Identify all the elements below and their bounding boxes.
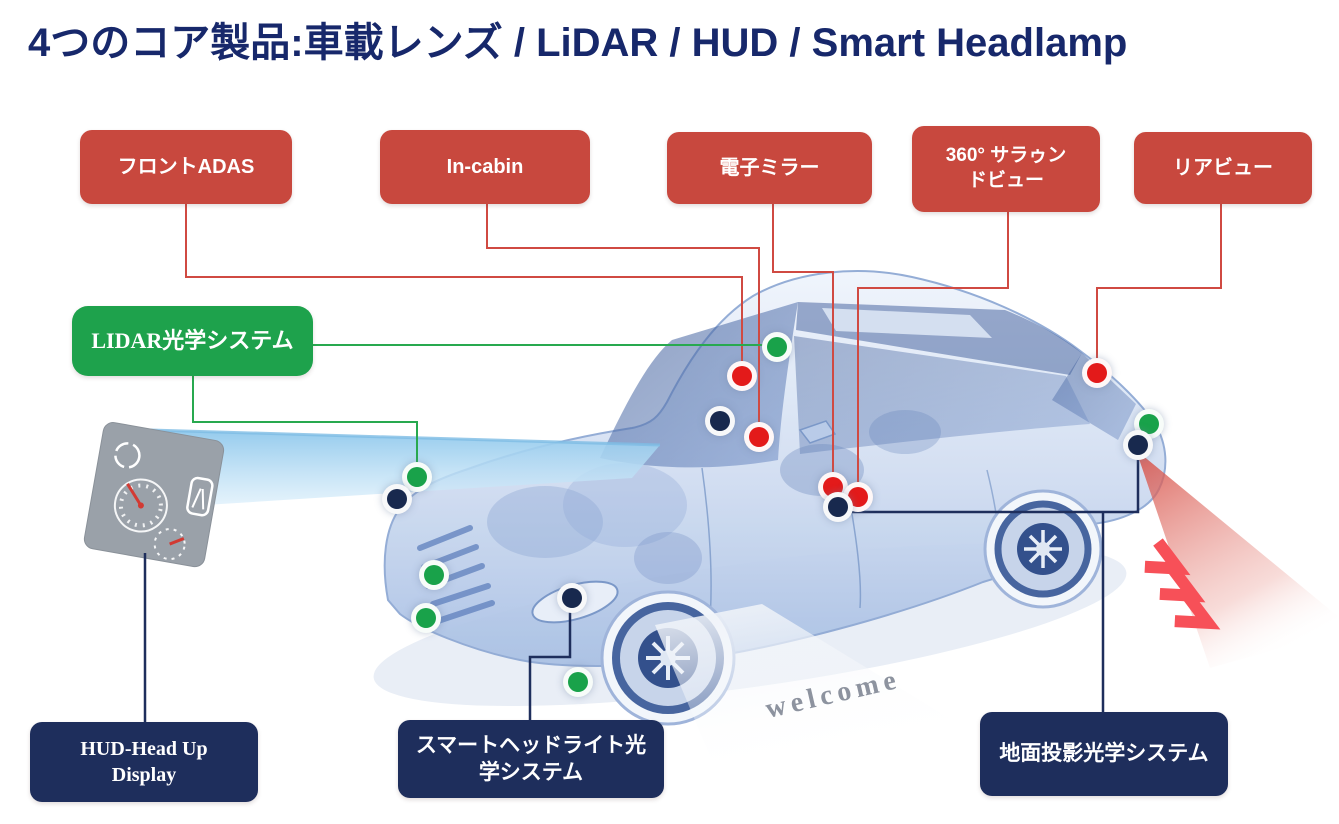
lidar-text: LIDAR光学システム <box>91 327 294 353</box>
projection-arrows-icon <box>1144 538 1221 630</box>
cruise-icon <box>114 442 141 469</box>
car-illustration <box>373 270 1167 726</box>
label-rear-view: リアビュー <box>1134 132 1312 204</box>
hud-display-panel <box>83 422 225 568</box>
fuel-gauge <box>153 528 186 561</box>
ground-projection-line <box>838 453 1140 514</box>
lane-assist-icon <box>186 476 214 517</box>
page-title: 4つのコア製品:車載レンズ / LiDAR / HUD / Smart Head… <box>28 21 1128 65</box>
sunroof-glass <box>822 308 992 338</box>
label-hud: HUD-Head Up Display <box>30 722 258 802</box>
surround-view-text: 360° サラゥン ドビュー <box>945 145 1067 191</box>
label-smart-headlamp: スマートヘッドライト光 学システム <box>398 720 664 798</box>
headlamp-line <box>528 606 572 722</box>
label-lidar-optical-system: LIDAR光学システム <box>72 306 313 376</box>
surround-view-line <box>857 212 1009 490</box>
side-glass <box>794 336 1090 454</box>
rear-view-line <box>1096 204 1222 366</box>
e-mirror-line <box>772 204 834 480</box>
rear-projection-beam <box>1136 450 1339 668</box>
hud-text: HUD-Head Up Display <box>80 738 208 786</box>
label-ground-projection: 地面投影光学システム <box>980 712 1228 796</box>
in-cabin-text: In-cabin <box>446 156 524 178</box>
lidar-windshield-line <box>192 376 418 470</box>
label-surround-view: 360° サラゥン ドビュー <box>912 126 1100 212</box>
front-adas-text: フロントADAS <box>117 156 255 178</box>
front-grille <box>417 525 495 624</box>
rear-wheel <box>983 489 1103 609</box>
front-adas-line <box>185 204 743 370</box>
label-front-adas: フロントADAS <box>80 130 292 204</box>
side-mirror <box>798 420 837 444</box>
e-mirror-text: 電子ミラー <box>719 157 820 179</box>
rear-glass <box>1052 353 1136 440</box>
rear-view-text: リアビュー <box>1173 157 1273 179</box>
label-e-mirror: 電子ミラー <box>667 132 872 204</box>
speedometer-gauge <box>113 478 168 533</box>
label-in-cabin: In-cabin <box>380 130 590 204</box>
windshield-glass <box>600 302 798 468</box>
smart-headlamp-text: スマートヘッドライト光 学システム <box>415 733 647 784</box>
welcome-projection: welcome <box>655 604 985 775</box>
in-cabin-line <box>486 204 760 430</box>
ground-projection-text: 地面投影光学システム <box>999 742 1209 766</box>
connector-layer <box>143 204 1222 724</box>
